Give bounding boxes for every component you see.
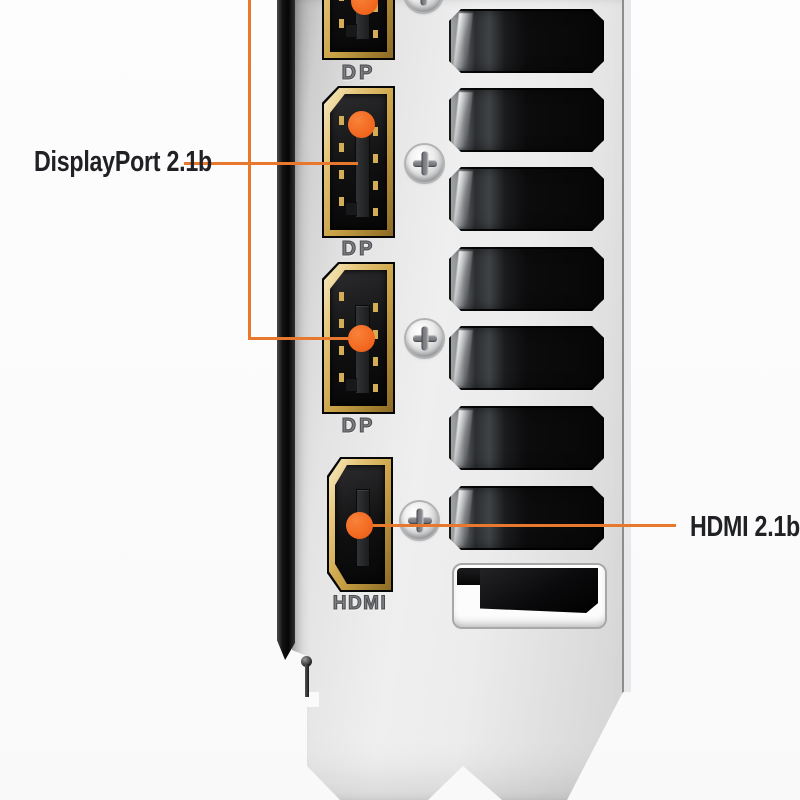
bracket-screw	[406, 320, 443, 357]
port-marker-dot-dp3	[348, 325, 375, 352]
port-marker-dot-dp1	[351, 0, 378, 15]
callout-line-vertical	[248, 0, 251, 340]
hdmi-engraving: HDMI	[332, 593, 388, 614]
bracket-screw	[401, 502, 438, 539]
displayport-callout-label: DisplayPort 2.1b	[34, 146, 212, 178]
vent-slot	[449, 486, 604, 550]
gold-contacts	[339, 0, 344, 31]
vent-slot	[449, 9, 604, 73]
vent-slot	[449, 88, 604, 152]
vent-open-slot	[452, 563, 607, 629]
port-marker-dot-hdmi	[346, 512, 373, 539]
bracket-folded-edge	[622, 0, 631, 694]
vent-slot	[449, 406, 604, 470]
gold-contacts	[373, 126, 378, 217]
bracket-screw	[405, 0, 442, 12]
connector-blade	[344, 129, 370, 218]
port-marker-dot-dp2	[348, 111, 375, 138]
callout-line-dp3	[248, 337, 354, 340]
vent-slot	[449, 247, 604, 311]
bracket-pin	[301, 656, 312, 667]
gold-contacts	[373, 302, 378, 393]
io-bracket-plate	[292, 0, 631, 800]
vent-slot	[449, 167, 604, 231]
dp-engraving: DP	[341, 62, 376, 84]
dp-engraving: DP	[341, 415, 376, 437]
heatsink-through-vent	[480, 568, 598, 613]
bracket-screw	[406, 145, 443, 182]
hdmi-callout-label: HDMI 2.1b	[690, 511, 800, 543]
vent-slot	[449, 326, 604, 390]
connector-cavity	[330, 94, 387, 230]
callout-line-dp2	[184, 162, 358, 165]
bracket-pin-stem	[305, 664, 309, 697]
card-back-edge	[277, 0, 295, 660]
dp-engraving: DP	[341, 238, 376, 260]
callout-line-hdmi	[360, 524, 676, 527]
gold-contacts	[373, 0, 378, 39]
